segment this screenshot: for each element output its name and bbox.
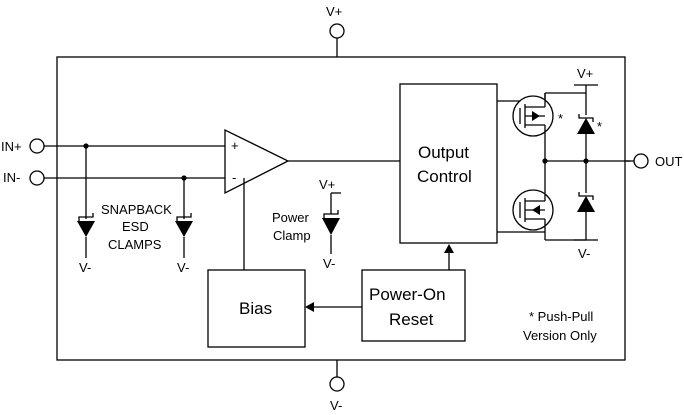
output-pin: OUT (625, 153, 683, 169)
top-supply-label: V+ (326, 4, 342, 19)
esd-label-line-3: CLAMPS (108, 237, 162, 252)
power-on-reset-label-1: Power-On (369, 285, 446, 304)
comparator-minus: - (232, 170, 236, 185)
top-supply: V+ (326, 4, 345, 57)
comparator: + - (224, 128, 400, 270)
power-clamp-label-1: Power (272, 210, 310, 225)
esd-ground-2: V- (177, 260, 189, 275)
power-clamp-supply: V+ (319, 177, 335, 192)
out-label: OUT (655, 154, 683, 169)
push-pull-note: * Push-Pull Version Only (523, 309, 597, 343)
input-minus: IN- (3, 170, 225, 186)
esd-ground-1: V- (79, 260, 91, 275)
esd-label-line-1: SNAPBACK (101, 202, 172, 217)
esd-clamp-2: V- (175, 178, 193, 275)
power-clamp: V+ V- Power Clamp (272, 177, 341, 271)
note-line-2: Version Only (523, 328, 597, 343)
esd-clamp-1: V- (77, 146, 95, 275)
input-plus: IN+ (1, 138, 225, 154)
bottom-supply-pin (329, 376, 345, 392)
power-clamp-label-2: Clamp (273, 228, 311, 243)
output-stage: * V+ * V- (497, 66, 630, 261)
out-pin-circle (633, 153, 649, 169)
bottom-supply: V- (329, 360, 345, 413)
comparator-plus: + (231, 138, 239, 153)
output-ground: V- (578, 246, 590, 261)
comparator-triangle (224, 128, 290, 195)
output-control-label-1: Output (418, 143, 469, 162)
diode-asterisk: * (597, 119, 602, 134)
bias-label: Bias (239, 299, 272, 318)
top-supply-pin (329, 23, 345, 39)
esd-label: SNAPBACK ESD CLAMPS (101, 202, 172, 252)
in-plus-label: IN+ (1, 139, 22, 154)
power-on-reset-block: Power-On Reset (361, 244, 466, 342)
output-control-label-2: Control (417, 167, 472, 186)
fet-asterisk: * (558, 111, 563, 126)
power-on-reset-label-2: Reset (389, 310, 434, 329)
output-control-block: Output Control (399, 83, 498, 244)
note-line-1: * Push-Pull (529, 309, 593, 324)
esd-label-line-2: ESD (122, 219, 149, 234)
in-minus-label: IN- (3, 170, 20, 185)
in-plus-pin (29, 138, 45, 154)
output-supply: V+ (577, 66, 593, 81)
bias-block: Bias (207, 269, 362, 348)
power-clamp-ground: V- (323, 256, 335, 271)
in-minus-pin (29, 170, 45, 186)
chip-outline (56, 56, 626, 361)
bottom-supply-label: V- (330, 398, 342, 413)
